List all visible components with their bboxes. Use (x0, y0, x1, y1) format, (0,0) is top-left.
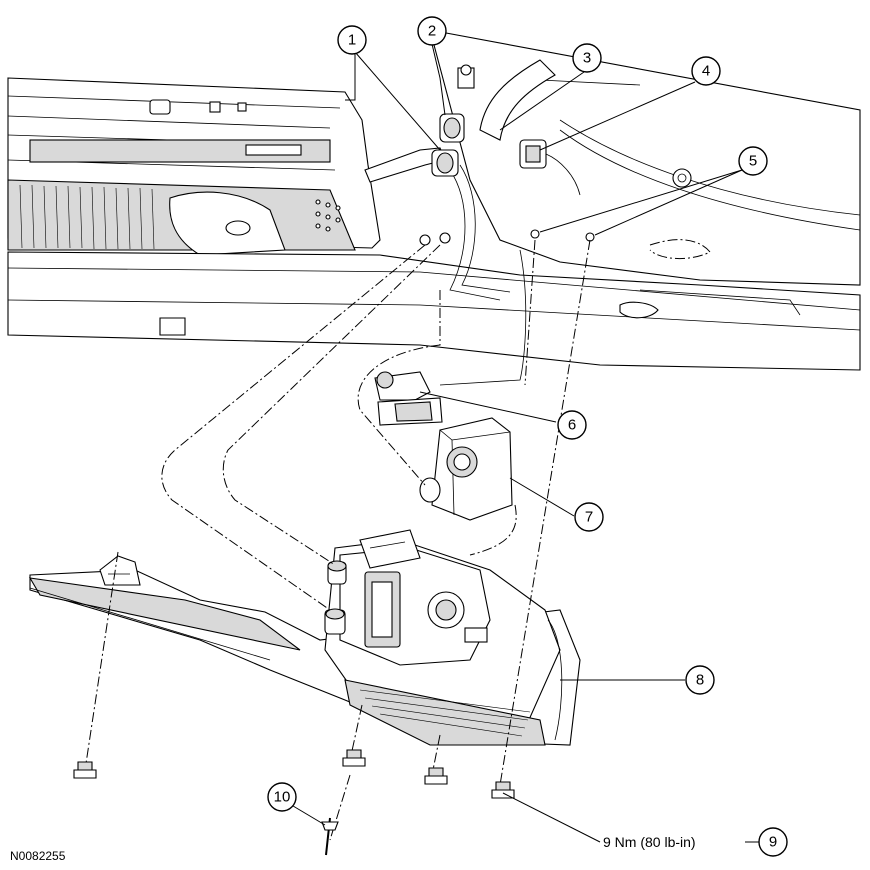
callout-2-number: 2 (428, 23, 436, 40)
callout-5-number: 5 (749, 153, 757, 170)
torque-spec-label: 9 Nm (80 lb-in) (603, 834, 696, 850)
canister-ribs (359, 689, 531, 737)
flange-nut-9 (491, 781, 515, 799)
callout-9-number: 9 (769, 834, 777, 851)
retaining-clips-5 (419, 229, 595, 246)
callout-4: 4 (691, 56, 721, 86)
assembly-centerlines (84, 239, 591, 841)
electrical-connector-4 (519, 139, 581, 196)
vent-dots (315, 199, 341, 232)
callout-5: 5 (738, 146, 768, 176)
dust-filter-7 (419, 417, 513, 521)
callout-7: 7 (574, 502, 604, 532)
quick-connect-fitting-1 (431, 149, 459, 177)
push-pin-retainer-10 (321, 817, 339, 856)
flange-nut-right (424, 767, 448, 785)
canister-vent-valve-6 (374, 371, 443, 426)
callout-7-number: 7 (585, 509, 593, 526)
callout-6-number: 6 (568, 417, 576, 434)
vehicle-underbody (7, 29, 861, 371)
evap-canister-8 (28, 529, 581, 746)
callout-8: 8 (685, 665, 715, 695)
panel-hatching (19, 184, 155, 250)
flange-nut-left (73, 761, 97, 779)
flange-nut-mid (342, 749, 366, 767)
callout-10-number: 10 (274, 789, 291, 806)
callout-6: 6 (557, 410, 587, 440)
quick-connect-fitting-2 (439, 113, 465, 143)
figure-id-label: N0082255 (10, 849, 66, 863)
callout-1-number: 1 (348, 32, 356, 49)
callout-2: 2 (417, 16, 447, 46)
callout-9: 9 (758, 827, 788, 857)
leader-lines (282, 43, 760, 843)
callout-8-number: 8 (696, 672, 704, 689)
callout-4-number: 4 (702, 63, 710, 80)
callout-10: 10 (267, 782, 297, 812)
callout-1: 1 (337, 25, 367, 55)
callout-3: 3 (572, 43, 602, 73)
callout-3-number: 3 (583, 50, 591, 67)
